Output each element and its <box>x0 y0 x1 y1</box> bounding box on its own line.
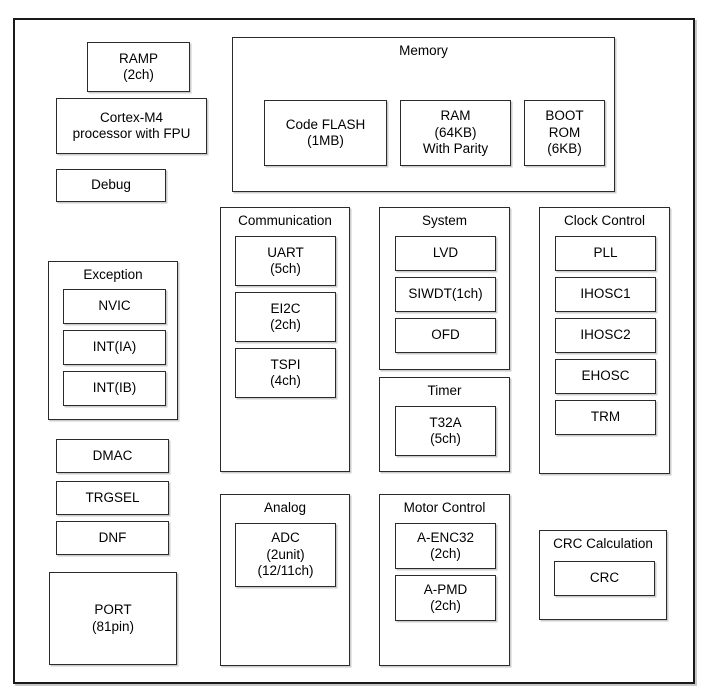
block-adc-line1: ADC <box>271 530 300 546</box>
block-a-pmd-line2: (2ch) <box>430 598 461 613</box>
group-analog: Analog ADC (2unit) (12/11ch) <box>220 494 350 666</box>
block-ihosc1[interactable]: IHOSC1 <box>555 277 656 312</box>
block-lvd-line1: LVD <box>432 245 459 261</box>
block-ei2c-line2: (2ch) <box>270 317 301 332</box>
block-pll[interactable]: PLL <box>555 236 656 271</box>
group-memory-title: Memory <box>399 43 448 58</box>
group-motor-control: Motor Control A-ENC32 (2ch) A-PMD (2ch) <box>379 494 510 666</box>
block-siwdt-line1: SIWDT(1ch) <box>408 286 483 302</box>
block-ram-line2: (64KB) <box>434 124 477 140</box>
block-t32a[interactable]: T32A (5ch) <box>395 406 496 456</box>
group-timer-title: Timer <box>427 383 462 398</box>
block-port-line2: (81pin) <box>91 618 135 634</box>
block-lvd[interactable]: LVD <box>395 236 496 271</box>
block-ofd-line1: OFD <box>431 327 460 343</box>
block-ihosc2-line1: IHOSC2 <box>580 327 631 343</box>
block-crc-line1: CRC <box>589 570 620 586</box>
block-ofd[interactable]: OFD <box>395 318 496 353</box>
block-ramp[interactable]: RAMP (2ch) <box>87 42 190 92</box>
group-exception-title: Exception <box>83 267 143 282</box>
block-ehosc[interactable]: EHOSC <box>555 359 656 394</box>
block-boot-rom[interactable]: BOOT ROM (6KB) <box>524 100 605 166</box>
group-communication: Communication UART (5ch) EI2C (2ch) TSPI… <box>220 207 350 472</box>
group-analog-title: Analog <box>263 500 307 515</box>
block-t32a-line1: T32A <box>429 414 462 430</box>
block-adc[interactable]: ADC (2unit) (12/11ch) <box>235 523 336 587</box>
block-ihosc1-line1: IHOSC1 <box>580 286 631 302</box>
block-ehosc-line1: EHOSC <box>581 368 630 384</box>
block-a-enc32-line1: A-ENC32 <box>416 529 475 545</box>
group-crc-calculation-title: CRC Calculation <box>553 536 653 551</box>
group-crc-calculation: CRC Calculation CRC <box>539 530 667 620</box>
group-timer: Timer T32A (5ch) <box>379 377 510 472</box>
block-cortex-m4-line1: Cortex-M4 <box>99 109 163 125</box>
block-port-line1: PORT <box>94 602 132 618</box>
block-code-flash-line1: Code FLASH <box>285 116 366 132</box>
block-tspi-line1: TSPI <box>270 356 301 372</box>
block-trm[interactable]: TRM <box>555 400 656 435</box>
block-trgsel[interactable]: TRGSEL <box>56 481 169 515</box>
block-trm-line1: TRM <box>590 409 621 425</box>
block-ramp-line1: RAMP <box>118 50 158 66</box>
block-nvic-line1: NVIC <box>98 298 131 314</box>
block-uart-line2: (5ch) <box>270 261 301 276</box>
block-t32a-line2: (5ch) <box>430 431 461 446</box>
block-ram[interactable]: RAM (64KB) With Parity <box>400 100 511 166</box>
block-a-pmd[interactable]: A-PMD (2ch) <box>395 575 496 621</box>
block-ram-line3: With Parity <box>422 141 489 157</box>
block-cortex-m4-line2: processor with FPU <box>72 126 191 141</box>
block-code-flash[interactable]: Code FLASH (1MB) <box>264 100 387 166</box>
block-dmac[interactable]: DMAC <box>56 439 169 473</box>
chip-outer-frame: RAMP (2ch) Cortex-M4 processor with FPU … <box>13 18 695 684</box>
block-uart-line1: UART <box>267 244 304 260</box>
block-nvic[interactable]: NVIC <box>63 289 166 324</box>
group-clock-control: Clock Control PLL IHOSC1 IHOSC2 EHOSC TR… <box>539 207 670 474</box>
block-ram-line1: RAM <box>440 108 471 124</box>
block-boot-rom-line1: BOOT <box>545 108 584 124</box>
block-uart[interactable]: UART (5ch) <box>235 236 336 286</box>
block-pll-line1: PLL <box>593 245 618 261</box>
block-boot-rom-line2: ROM <box>548 124 581 140</box>
block-boot-rom-line3: (6KB) <box>547 141 582 157</box>
block-siwdt[interactable]: SIWDT(1ch) <box>395 277 496 312</box>
group-system: System LVD SIWDT(1ch) OFD <box>379 207 510 370</box>
block-crc[interactable]: CRC <box>554 561 655 596</box>
group-exception: Exception NVIC INT(IA) INT(IB) <box>48 261 178 420</box>
block-ramp-line2: (2ch) <box>123 67 154 82</box>
block-debug-line1: Debug <box>91 177 131 193</box>
block-dnf[interactable]: DNF <box>56 521 169 555</box>
block-tspi[interactable]: TSPI (4ch) <box>235 348 336 398</box>
block-a-enc32-line2: (2ch) <box>430 546 461 561</box>
group-motor-control-title: Motor Control <box>403 500 486 515</box>
block-cortex-m4[interactable]: Cortex-M4 processor with FPU <box>56 98 207 154</box>
group-clock-control-title: Clock Control <box>563 213 646 228</box>
block-dmac-line1: DMAC <box>92 447 133 463</box>
block-adc-line2: (2unit) <box>266 546 305 562</box>
block-debug[interactable]: Debug <box>56 169 166 202</box>
block-int-ia[interactable]: INT(IA) <box>63 330 166 365</box>
block-a-enc32[interactable]: A-ENC32 (2ch) <box>395 523 496 569</box>
block-int-ia-line1: INT(IA) <box>92 339 137 355</box>
block-port[interactable]: PORT (81pin) <box>49 572 177 665</box>
group-communication-title: Communication <box>238 213 332 228</box>
block-code-flash-line2: (1MB) <box>307 133 344 148</box>
block-dnf-line1: DNF <box>98 529 127 545</box>
group-system-title: System <box>421 213 467 228</box>
block-a-pmd-line1: A-PMD <box>423 581 468 597</box>
block-int-ib-line1: INT(IB) <box>92 380 137 396</box>
block-tspi-line2: (4ch) <box>270 373 301 388</box>
block-int-ib[interactable]: INT(IB) <box>63 371 166 406</box>
block-trgsel-line1: TRGSEL <box>85 489 140 505</box>
block-ihosc2[interactable]: IHOSC2 <box>555 318 656 353</box>
block-adc-line3: (12/11ch) <box>257 563 314 579</box>
group-memory: Memory Code FLASH (1MB) RAM (64KB) With … <box>232 37 615 192</box>
block-ei2c[interactable]: EI2C (2ch) <box>235 292 336 342</box>
block-ei2c-line1: EI2C <box>270 300 301 316</box>
